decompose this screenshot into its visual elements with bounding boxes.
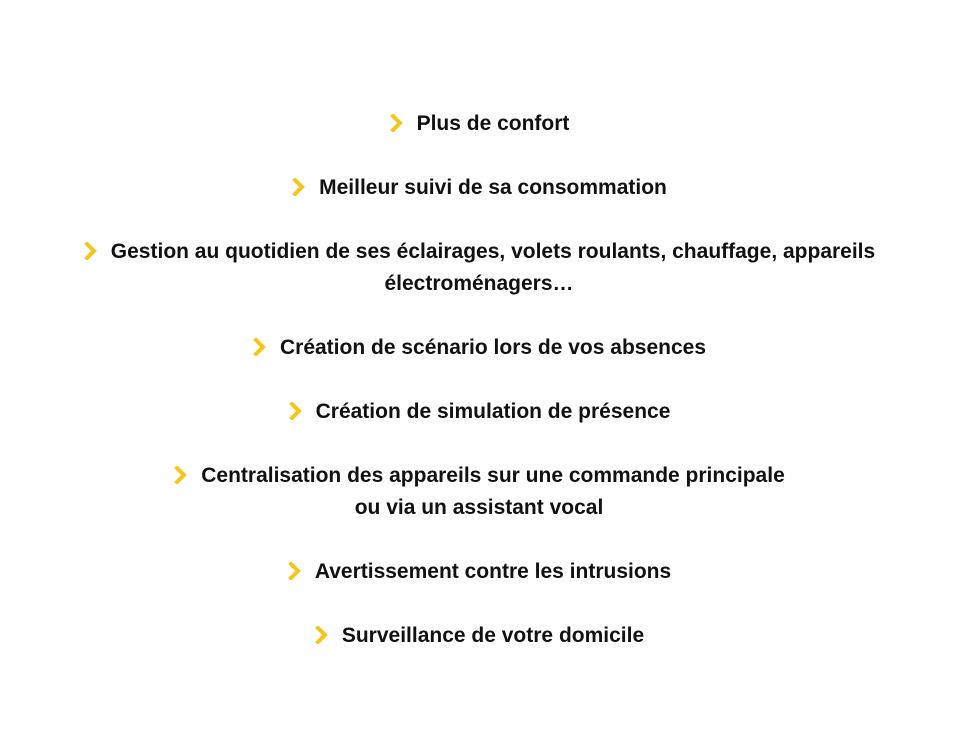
- chevron-right-icon: [291, 178, 307, 196]
- benefit-item: Plus de confort: [0, 108, 958, 140]
- chevron-right-icon: [314, 626, 330, 644]
- benefit-item: Création de scénario lors de vos absence…: [0, 332, 958, 364]
- benefit-text: Centralisation des appareils sur une com…: [201, 464, 785, 519]
- benefit-text: Création de scénario lors de vos absence…: [279, 336, 706, 359]
- chevron-right-icon: [83, 242, 99, 260]
- chevron-right-icon: [252, 338, 268, 356]
- benefit-text: Gestion au quotidien de ses éclairages, …: [110, 240, 876, 295]
- benefit-text: Surveillance de votre domicile: [341, 624, 645, 647]
- benefit-item: Centralisation des appareils sur une com…: [0, 460, 958, 524]
- chevron-right-icon: [389, 114, 405, 132]
- benefit-text: Création de simulation de présence: [315, 400, 671, 423]
- benefit-item: Création de simulation de présence: [0, 396, 958, 428]
- benefit-text: Plus de confort: [416, 112, 570, 135]
- benefit-text: Avertissement contre les intrusions: [314, 560, 672, 583]
- benefit-item: Avertissement contre les intrusions: [0, 556, 958, 588]
- benefits-list: Plus de confort Meilleur suivi de sa con…: [0, 108, 958, 684]
- chevron-right-icon: [288, 402, 304, 420]
- benefit-item: Gestion au quotidien de ses éclairages, …: [0, 236, 958, 300]
- chevron-right-icon: [173, 466, 189, 484]
- benefit-item: Meilleur suivi de sa consommation: [0, 172, 958, 204]
- chevron-right-icon: [287, 562, 303, 580]
- benefit-item: Surveillance de votre domicile: [0, 620, 958, 652]
- benefit-text: Meilleur suivi de sa consommation: [319, 176, 667, 199]
